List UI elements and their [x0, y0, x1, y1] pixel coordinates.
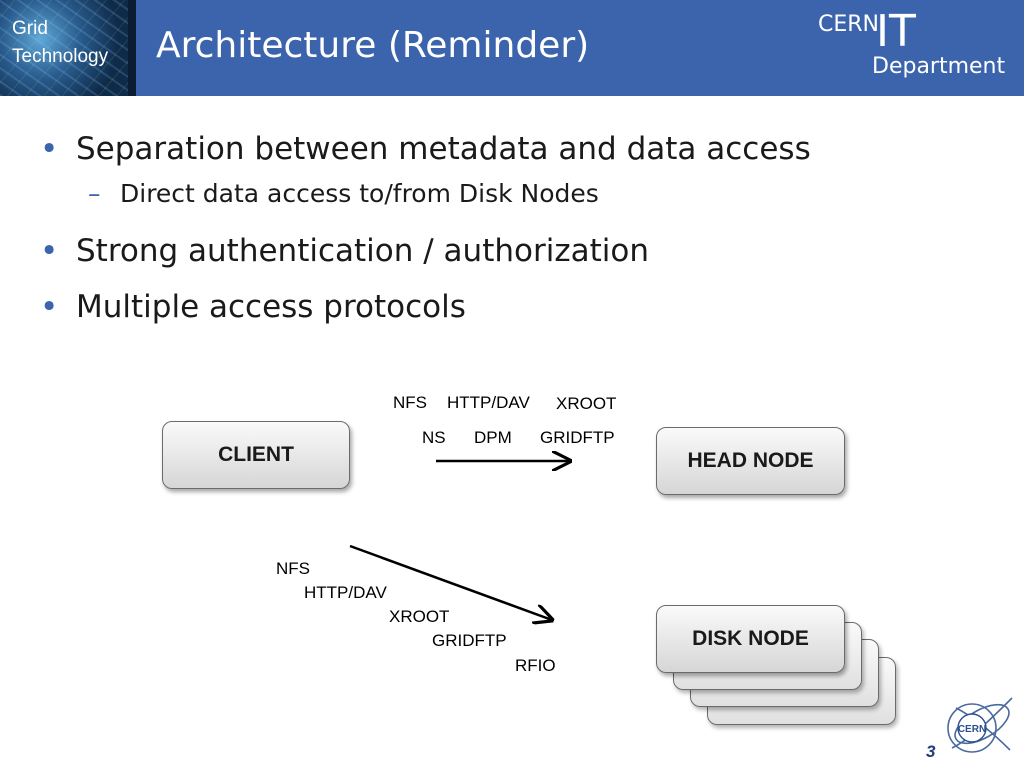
bullet-item: • Strong authentication / authorization — [40, 226, 980, 276]
head-protocol-label: DPM — [474, 428, 512, 447]
head-protocol-label: HTTP/DAV — [447, 393, 530, 412]
slide-title: Architecture (Reminder) — [156, 25, 590, 66]
bullet-dot-icon: • — [40, 233, 59, 269]
bullet-text: Strong authentication / authorization — [76, 233, 649, 269]
bullet-dot-icon: • — [40, 131, 59, 167]
seal-text: CERN — [958, 724, 986, 735]
bullet-item: • Multiple access protocols — [40, 282, 980, 332]
disk-node: DISK NODE — [656, 605, 845, 673]
head-protocol-label: NFS — [393, 393, 427, 412]
logo-line-1: Grid — [12, 18, 48, 39]
disk-protocol-label: GRIDFTP — [432, 631, 507, 650]
disk-protocol-label: RFIO — [515, 656, 556, 675]
head-protocol-label: XROOT — [556, 394, 617, 413]
cern-logo-icon: CERN — [947, 697, 1013, 753]
page-number: 3 — [926, 742, 936, 761]
brand-department: Department — [872, 54, 1006, 79]
sub-bullet-text: Direct data access to/from Disk Nodes — [120, 179, 599, 208]
disk-protocol-label: HTTP/DAV — [304, 583, 387, 602]
head-protocol-label: NS — [422, 428, 446, 447]
bullet-item: • Separation between metadata and data a… — [40, 124, 980, 174]
head-node: HEAD NODE — [656, 427, 845, 495]
client-node: CLIENT — [162, 421, 350, 489]
slide-header: Grid Technology Architecture (Reminder) … — [0, 0, 1024, 96]
sub-bullet-item: – Direct data access to/from Disk Nodes — [40, 174, 980, 214]
logo-line-2: Technology — [12, 46, 109, 67]
disk-protocol-label: XROOT — [389, 607, 450, 626]
brand-it: IT — [876, 6, 916, 57]
head-protocol-label: GRIDFTP — [540, 428, 615, 447]
cern-it-department-logo: CERN IT Department — [818, 8, 1018, 88]
sub-bullet-dash-icon: – — [88, 179, 101, 208]
bullet-list: • Separation between metadata and data a… — [40, 124, 980, 332]
bullet-dot-icon: • — [40, 289, 59, 325]
disk-protocol-label: NFS — [276, 559, 310, 578]
bullet-text: Multiple access protocols — [76, 289, 466, 325]
logo-divider — [128, 0, 136, 96]
brand-cern: CERN — [818, 12, 880, 37]
bullet-text: Separation between metadata and data acc… — [76, 131, 811, 167]
grid-technology-logo: Grid Technology — [0, 0, 136, 96]
